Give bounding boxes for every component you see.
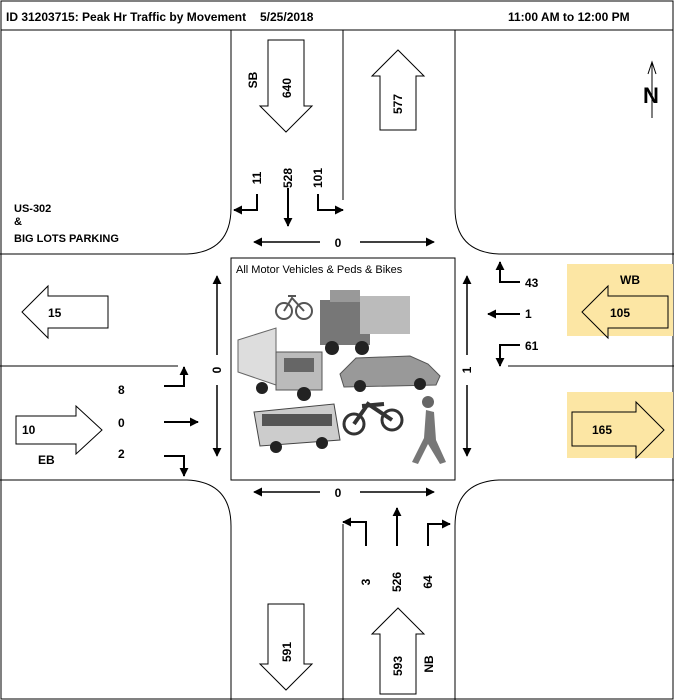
nb-left-count: 3	[359, 578, 373, 585]
nb-movement-arrows	[342, 507, 451, 546]
eb-right-count: 2	[118, 447, 125, 461]
crosswalk-east-count: 1	[460, 366, 474, 373]
location-line1: US-302	[14, 203, 51, 215]
curb-ne	[454, 30, 674, 255]
curb-nw	[0, 30, 232, 255]
sb-right-count: 11	[250, 171, 264, 184]
location-line3: BIG LOTS PARKING	[14, 233, 119, 245]
nb-left-arrow	[342, 517, 367, 546]
nb-right-count: 64	[421, 575, 435, 589]
sb-left-arrow	[317, 194, 344, 215]
sb-through-count: 528	[281, 168, 295, 188]
wb-left-count: 61	[525, 339, 539, 353]
wb-right-count: 43	[525, 276, 539, 290]
bus-icon	[253, 403, 341, 453]
nb-exit-arrow	[258, 603, 314, 691]
nb-approach-total: 593	[391, 656, 405, 676]
header-time-range: 11:00 AM to 12:00 PM	[508, 10, 630, 24]
header-date: 5/25/2018	[260, 10, 314, 24]
wb-exit-total: 165	[592, 423, 612, 437]
eb-left-count: 8	[118, 383, 125, 397]
location-line2: &	[14, 216, 22, 228]
road-edges	[0, 30, 674, 700]
eb-movement-arrows	[164, 366, 199, 477]
curb-sw	[0, 479, 232, 700]
wb-left-arrow	[495, 344, 520, 367]
eb-right-arrow	[164, 455, 189, 477]
motorcycle-icon	[342, 401, 404, 436]
nb-approach-arrow	[370, 607, 426, 695]
crosswalk-north-count: 0	[335, 236, 342, 250]
vehicle-illustrations	[237, 290, 446, 464]
sb-right-arrow	[233, 194, 258, 215]
sb-approach-arrow	[258, 39, 314, 133]
wb-approach-total: 105	[610, 306, 630, 320]
sb-movement-arrows	[233, 188, 344, 227]
eb-exit-total: 15	[48, 306, 62, 320]
nb-right-arrow	[427, 519, 451, 546]
eb-label: EB	[38, 453, 55, 467]
wb-exit-highlight	[567, 392, 673, 458]
wb-movement-arrows	[487, 261, 520, 367]
eb-through-count: 0	[118, 416, 125, 430]
eb-approach-arrow	[15, 404, 103, 456]
crosswalk-south-count: 0	[335, 486, 342, 500]
wb-label: WB	[620, 273, 640, 287]
eb-exit-arrow	[21, 284, 109, 340]
sb-approach-total: 640	[280, 78, 294, 98]
bicycle-icon	[275, 295, 313, 320]
sb-label: SB	[246, 71, 260, 88]
crosswalk-arrows	[212, 237, 472, 497]
wb-exit-arrow	[571, 400, 665, 460]
nb-exit-total: 591	[280, 642, 294, 662]
wb-highlight	[567, 264, 673, 336]
center-label: All Motor Vehicles & Peds & Bikes	[236, 264, 403, 276]
north-arrow-icon	[647, 60, 657, 118]
sb-exit-arrow	[370, 49, 426, 131]
pedestrian-icon	[412, 396, 446, 464]
nb-label: NB	[422, 655, 436, 673]
wb-through-count: 1	[525, 307, 532, 321]
sb-left-count: 101	[311, 168, 325, 188]
box-truck-icon	[237, 327, 323, 401]
wb-approach-arrow	[581, 284, 669, 340]
nb-through-count: 526	[390, 572, 404, 592]
curb-se	[454, 479, 674, 700]
header-title: ID 31203715: Peak Hr Traffic by Movement	[6, 10, 246, 24]
wb-right-arrow	[495, 261, 520, 283]
crosswalk-west-count: 0	[210, 366, 224, 373]
semi-truck-icon	[320, 290, 410, 355]
north-label: N	[643, 83, 659, 108]
eb-left-arrow	[164, 366, 189, 387]
eb-approach-total: 10	[22, 423, 36, 437]
sedan-icon	[339, 355, 441, 392]
sb-exit-total: 577	[391, 94, 405, 114]
